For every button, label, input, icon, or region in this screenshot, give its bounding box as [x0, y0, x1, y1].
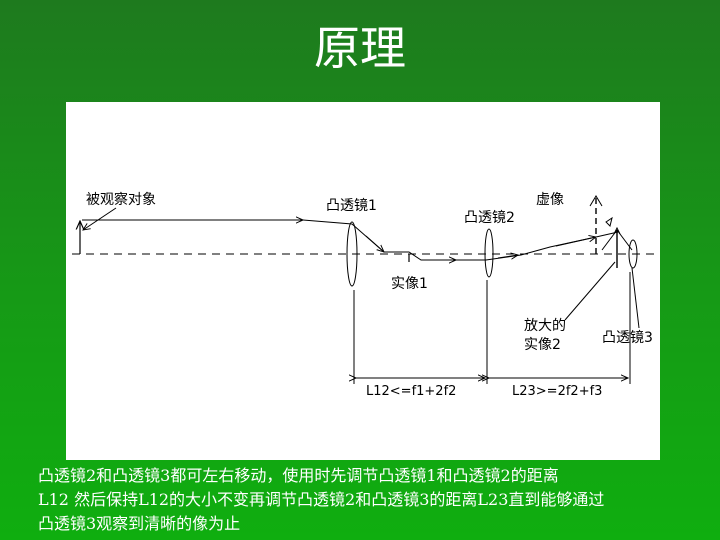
lens2-shape [484, 228, 494, 278]
label-lens1: 凸透镜1 [326, 198, 377, 214]
label-l23-formula: L23>=2f2+f3 [512, 384, 603, 399]
optics-diagram-panel: 被观察对象 凸透镜1 凸透镜2 虚像 实像1 放大的 实像2 凸透镜3 L12<… [66, 102, 660, 460]
optics-diagram [72, 195, 658, 384]
page-title: 原理 [314, 21, 406, 75]
explanation-caption: 凸透镜2和凸透镜3都可左右移动，使用时先调节凸透镜1和凸透镜2的距离 L12 然… [38, 464, 708, 536]
label-enlarged: 放大的 [524, 318, 566, 334]
label-real-image2: 实像2 [524, 337, 561, 353]
enlarged-image-leader [564, 261, 616, 321]
lens3-shape [628, 239, 638, 269]
caption-line3: 凸透镜3观察到清晰的像为止 [38, 514, 241, 533]
caption-line1: 凸透镜2和凸透镜3都可左右移动，使用时先调节凸透镜1和凸透镜2的距离 [38, 466, 559, 485]
label-lens3: 凸透镜3 [602, 330, 653, 346]
label-real-image1: 实像1 [391, 276, 428, 292]
label-l12-formula: L12<=f1+2f2 [366, 384, 457, 399]
object-pointer [83, 207, 117, 230]
lens3-leader [631, 267, 640, 329]
label-virtual-image: 虚像 [536, 192, 564, 208]
caption-line2: L12 然后保持L12的大小不变再调节凸透镜2和凸透镜3的距离L23直到能够通过 [38, 490, 605, 509]
label-lens2: 凸透镜2 [464, 210, 515, 226]
label-object: 被观察对象 [86, 192, 156, 208]
lens1-shape [346, 221, 358, 287]
